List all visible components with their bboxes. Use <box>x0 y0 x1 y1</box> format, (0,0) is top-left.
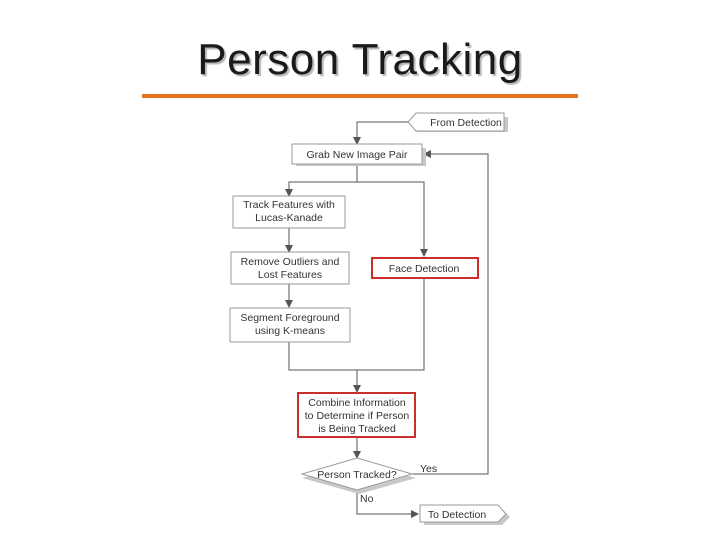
combine-label-line3: is Being Tracked <box>318 423 396 435</box>
from-detection-connector: From Detection <box>407 112 508 132</box>
yes-label: Yes <box>420 463 437 475</box>
arrow-segment-to-combine <box>288 342 361 393</box>
grab-image-pair-box: Grab New Image Pair <box>291 143 426 166</box>
title-underline <box>142 94 578 98</box>
segment-label-line2: using K-means <box>255 325 325 337</box>
to-detection-label: To Detection <box>428 509 487 521</box>
arrow-from-detection <box>353 121 408 145</box>
track-label-line2: Lucas-Kanade <box>255 212 323 224</box>
arrow-face-to-combine <box>357 278 425 371</box>
remove-outliers-box: Remove Outliers and Lost Features <box>230 251 350 285</box>
combine-label-line1: Combine Information <box>308 397 406 409</box>
to-detection-connector: To Detection <box>419 504 510 525</box>
no-label: No <box>360 493 374 505</box>
track-label-line1: Track Features with <box>243 199 335 211</box>
face-detection-box: Face Detection <box>371 257 479 279</box>
arrow-to-face-detection <box>357 181 428 257</box>
from-detection-label: From Detection <box>430 117 502 129</box>
flow-connectors <box>285 121 489 518</box>
person-tracked-decision: Person Tracked? <box>300 457 416 494</box>
segment-foreground-box: Segment Foreground using K-means <box>229 307 351 343</box>
track-features-box: Track Features with Lucas-Kanade <box>232 195 346 229</box>
arrow-grab-to-track <box>285 164 358 197</box>
remove-label-line1: Remove Outliers and <box>241 256 340 268</box>
arrow-yes-loop <box>412 150 489 475</box>
grab-label: Grab New Image Pair <box>307 149 408 161</box>
face-detection-label: Face Detection <box>389 263 460 275</box>
arrow-no-to-detection <box>356 490 419 518</box>
decision-label: Person Tracked? <box>317 469 397 481</box>
segment-label-line1: Segment Foreground <box>240 312 339 324</box>
combine-information-box: Combine Information to Determine if Pers… <box>297 392 416 438</box>
slide-title: Person Tracking <box>197 35 523 84</box>
combine-label-line2: to Determine if Person <box>305 410 410 422</box>
remove-label-line2: Lost Features <box>258 269 322 281</box>
